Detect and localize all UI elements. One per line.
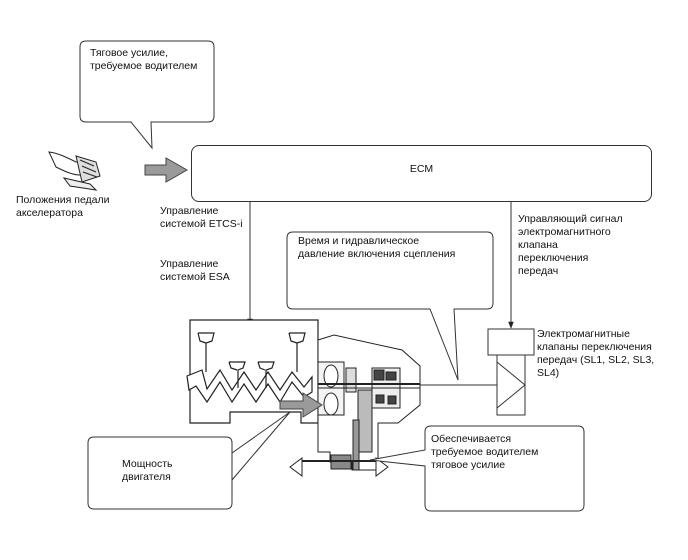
accelerator-pedal-icon [48,151,101,191]
transmission-illustration [317,334,421,471]
callout-bubble-driver-force [79,40,215,150]
pedal-to-ecm-arrow [144,157,189,183]
callout-bubble-engine-power [87,411,291,510]
output-shaft [289,457,389,477]
engine-power-arrow [279,392,323,418]
solenoid-signal-label: Управляющий сигнал электромагнитного кла… [518,213,623,277]
callout-bubble-clutch [286,231,494,381]
ecm-block: ECM [191,145,652,202]
solenoid-valve-block [487,328,535,416]
etcs-control-label: Управление системой ETCS-i [160,205,243,230]
callout-bubble-provided-force [369,425,585,512]
esa-control-label: Управление системой ESA [160,258,230,283]
callout-clutch-text: Время и гидравлическое давление включени… [298,235,456,260]
callout-engine-power-text: Мощность двигателя [122,458,173,483]
callout-driver-force-text: Тяговое усилие, требуемое водителем [90,47,198,72]
ecm-title: ECM [409,163,434,175]
engine-illustration [186,319,319,424]
solenoid-valves-label: Электромагнитные клапаны переключения пе… [537,328,655,379]
callout-provided-force-text: Обеспечивается требуемое водителем тягов… [431,433,539,471]
pedal-position-label: Положения педали акселератора [16,194,110,219]
